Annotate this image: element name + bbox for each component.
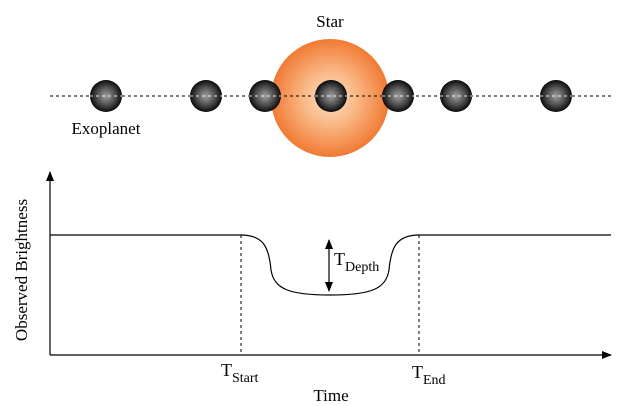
planet-3 — [249, 80, 281, 112]
planet-6 — [440, 80, 472, 112]
exoplanet-label: Exoplanet — [72, 119, 141, 138]
y-axis-label: Observed Brightness — [12, 199, 31, 341]
star-label: Star — [316, 12, 344, 31]
planet-4 — [315, 80, 347, 112]
planet-7 — [540, 80, 572, 112]
planet-5 — [382, 80, 414, 112]
planet-1 — [90, 80, 122, 112]
planet-2 — [190, 80, 222, 112]
t-depth-label: TDepth — [334, 249, 379, 275]
t-end-label: TEnd — [412, 362, 446, 388]
t-start-label: TStart — [221, 360, 259, 386]
light-curve — [50, 234, 611, 296]
x-axis-label: Time — [313, 386, 348, 405]
